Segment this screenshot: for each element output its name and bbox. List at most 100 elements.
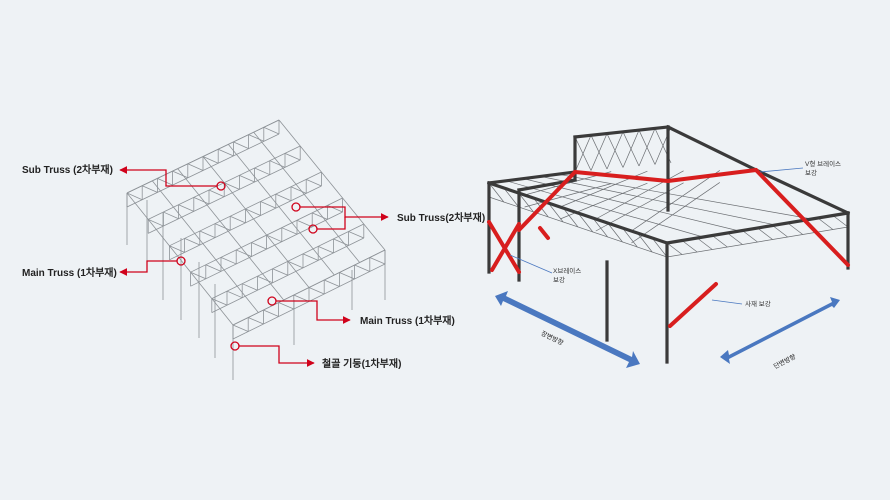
truss-diagonal xyxy=(199,230,216,239)
monitor-diagonal xyxy=(622,130,640,168)
perimeter-web xyxy=(577,212,594,233)
truss-diagonal xyxy=(233,141,249,149)
truss-frame xyxy=(126,119,386,380)
perimeter-web xyxy=(772,225,788,238)
truss-diagonal xyxy=(354,264,370,272)
perimeter-web xyxy=(562,207,579,228)
perimeter-web xyxy=(548,202,564,223)
truss-diagonal xyxy=(260,201,276,209)
truss-diagonal xyxy=(190,271,206,280)
roof-grid xyxy=(557,173,812,220)
sub-truss-chord xyxy=(202,156,310,288)
truss-diagonal xyxy=(163,211,179,220)
truss-diagonal xyxy=(275,193,292,202)
perimeter-web xyxy=(696,237,713,250)
perimeter-web xyxy=(817,217,834,230)
perimeter-web xyxy=(757,227,773,240)
truss-diagonal xyxy=(142,185,158,193)
truss-diagonal xyxy=(211,298,228,306)
truss-diagonal xyxy=(187,163,204,171)
perimeter-web xyxy=(727,232,743,245)
main-truss-left-label: Main Truss (1차부재) xyxy=(22,266,117,279)
truss-diagonal xyxy=(245,208,261,216)
perimeter-web xyxy=(651,237,668,258)
truss-diagonal xyxy=(208,189,225,198)
truss-diagonal xyxy=(220,256,237,265)
short-direction-label: 단변방향 xyxy=(772,352,797,371)
perimeter-web xyxy=(832,215,849,228)
truss-diagonal xyxy=(178,204,194,212)
long-direction-arrow: 장변방향 xyxy=(495,291,640,368)
truss-diagonal xyxy=(287,260,304,269)
truss-diagonal xyxy=(308,287,325,295)
reinforcement-braces xyxy=(487,168,850,328)
x-brace-label-line2: 보강 xyxy=(553,275,565,284)
truss-diagonal xyxy=(296,219,313,228)
frame-main-members xyxy=(486,124,851,364)
truss-diagonal xyxy=(172,170,188,179)
perimeter-bottom-chord xyxy=(666,226,849,258)
truss-diagonal xyxy=(193,197,210,205)
roof-grid xyxy=(506,180,704,238)
perimeter-web xyxy=(637,232,653,253)
perimeter-web xyxy=(787,222,803,235)
truss-diagonal xyxy=(318,246,334,254)
steel-column-label: 철골 기둥(1차부재) xyxy=(322,357,401,370)
monitor-diagonal xyxy=(638,128,656,167)
monitor-diagonal xyxy=(574,135,592,173)
truss-diagonal xyxy=(218,148,234,157)
annotation-x-brace: X브레이스 보강 xyxy=(509,254,581,284)
truss-diagonal xyxy=(263,309,279,317)
truss-diagonal xyxy=(148,219,164,227)
truss-diagonal xyxy=(254,167,270,176)
truss-diagonal xyxy=(226,290,243,299)
long-direction-label: 장변방향 xyxy=(540,329,565,348)
truss-diagonal xyxy=(278,302,294,310)
callout-steel-column: 철골 기둥(1차부재) xyxy=(230,341,401,370)
perimeter-web xyxy=(592,217,608,238)
truss-diagonal xyxy=(257,275,273,284)
perimeter-web xyxy=(607,222,623,243)
truss-edge xyxy=(278,119,386,251)
perimeter-web xyxy=(712,235,728,248)
truss-diagonal xyxy=(290,186,307,194)
callout-sub-truss-left: Sub Truss (2차부재) xyxy=(22,163,226,191)
monitor-diagonal xyxy=(606,131,624,170)
right-frame-diagram: V형 브레이스 보강 X브레이스 보강 사재 보강 장변방향 단변방향 xyxy=(486,124,851,371)
roof-grid-lower xyxy=(524,183,612,208)
truss-diagonal xyxy=(205,264,222,272)
roof-grid-lower xyxy=(560,182,648,220)
truss-diagonal xyxy=(248,134,264,142)
callout-sub-truss-right: Sub Truss(2차부재) xyxy=(291,202,485,234)
v-brace-label-line1: V형 브레이스 xyxy=(805,159,841,168)
sub-truss-chord xyxy=(177,168,284,301)
truss-diagonal xyxy=(269,160,286,168)
truss-diagonal xyxy=(348,231,364,239)
truss-diagonal xyxy=(272,268,288,276)
short-direction-arrow: 단변방향 xyxy=(720,297,840,371)
truss-diagonal xyxy=(230,215,246,224)
sub-truss-chord xyxy=(253,131,360,263)
sub-truss-chord xyxy=(228,144,335,276)
truss-diagonal xyxy=(324,279,340,287)
main-truss-right-label: Main Truss (1차부재) xyxy=(360,314,455,327)
perimeter-web xyxy=(488,182,505,203)
annotation-v-brace: V형 브레이스 보강 xyxy=(759,159,841,177)
perimeter-web xyxy=(742,230,758,243)
truss-diagonal xyxy=(248,317,264,325)
truss-diagonal xyxy=(232,324,249,332)
perimeter-web xyxy=(503,187,519,208)
truss-diagonal xyxy=(169,245,185,253)
sub-truss-right-label: Sub Truss(2차부재) xyxy=(397,211,485,224)
truss-diagonal xyxy=(266,234,282,243)
truss-diagonal xyxy=(239,174,255,183)
callout-main-truss-left: Main Truss (1차부재) xyxy=(22,256,186,279)
roof-grid-lower xyxy=(631,182,720,244)
truss-diagonal xyxy=(333,238,349,246)
x-brace-label-line1: X브레이스 xyxy=(553,266,581,275)
truss-diagonal xyxy=(369,257,386,265)
perimeter-web xyxy=(622,227,638,248)
truss-diagonal xyxy=(242,283,258,291)
perimeter-web xyxy=(518,192,534,213)
